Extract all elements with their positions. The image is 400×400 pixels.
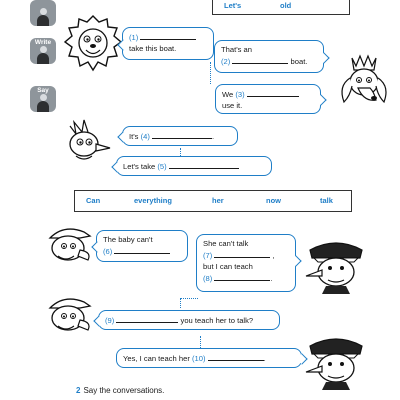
word-bank-word: everything <box>134 196 172 205</box>
speech-bubble-9: (9) you teach her to talk? <box>92 310 280 330</box>
speech-bubble-4: It's (4) . <box>116 126 238 146</box>
exercise-number: 2 <box>76 386 81 395</box>
word-bank-word: now <box>266 196 281 205</box>
word-bank-word: Can <box>86 196 101 205</box>
top-word: Let's <box>224 1 242 10</box>
sailor-cartoon <box>305 242 363 294</box>
connector-dots <box>180 298 198 299</box>
bird-cartoon <box>69 119 111 160</box>
dog-cap-cartoon <box>48 228 92 261</box>
activity-icon-say: Say <box>30 86 56 112</box>
speech-bubble-3: We (3) use it. <box>215 84 327 114</box>
top-word-box <box>212 0 350 15</box>
king-dog-cartoon <box>341 54 387 104</box>
speech-bubble-2: That's an (2) boat. <box>214 40 330 73</box>
speech-bubble-5: Let's take (5) <box>110 156 272 176</box>
lion-cartoon <box>63 15 123 72</box>
activity-icon-listen <box>30 0 56 26</box>
activity-icon-write: Write <box>30 38 56 64</box>
word-bank-word: talk <box>320 196 333 205</box>
word-bank-word: her <box>212 196 224 205</box>
speech-bubble-10: Yes, I can teach her (10) . <box>116 348 308 368</box>
speech-bubble-1: (1) take this boat. <box>116 27 214 60</box>
word-bank <box>74 190 352 212</box>
top-word: old <box>280 1 292 10</box>
speech-bubble-6: The baby can't (6) <box>90 230 188 262</box>
speech-bubble-7-8: She can't talk (7) , but I can teach (8)… <box>196 234 302 292</box>
sailor-cartoon-2 <box>305 338 363 390</box>
connector-dots <box>180 148 181 158</box>
connector-dots <box>210 62 211 84</box>
connector-dots <box>200 336 201 348</box>
dog-cap-cartoon-2 <box>48 298 92 331</box>
connector-dots <box>180 298 181 308</box>
exercise-text: Say the conversations. <box>83 386 165 395</box>
